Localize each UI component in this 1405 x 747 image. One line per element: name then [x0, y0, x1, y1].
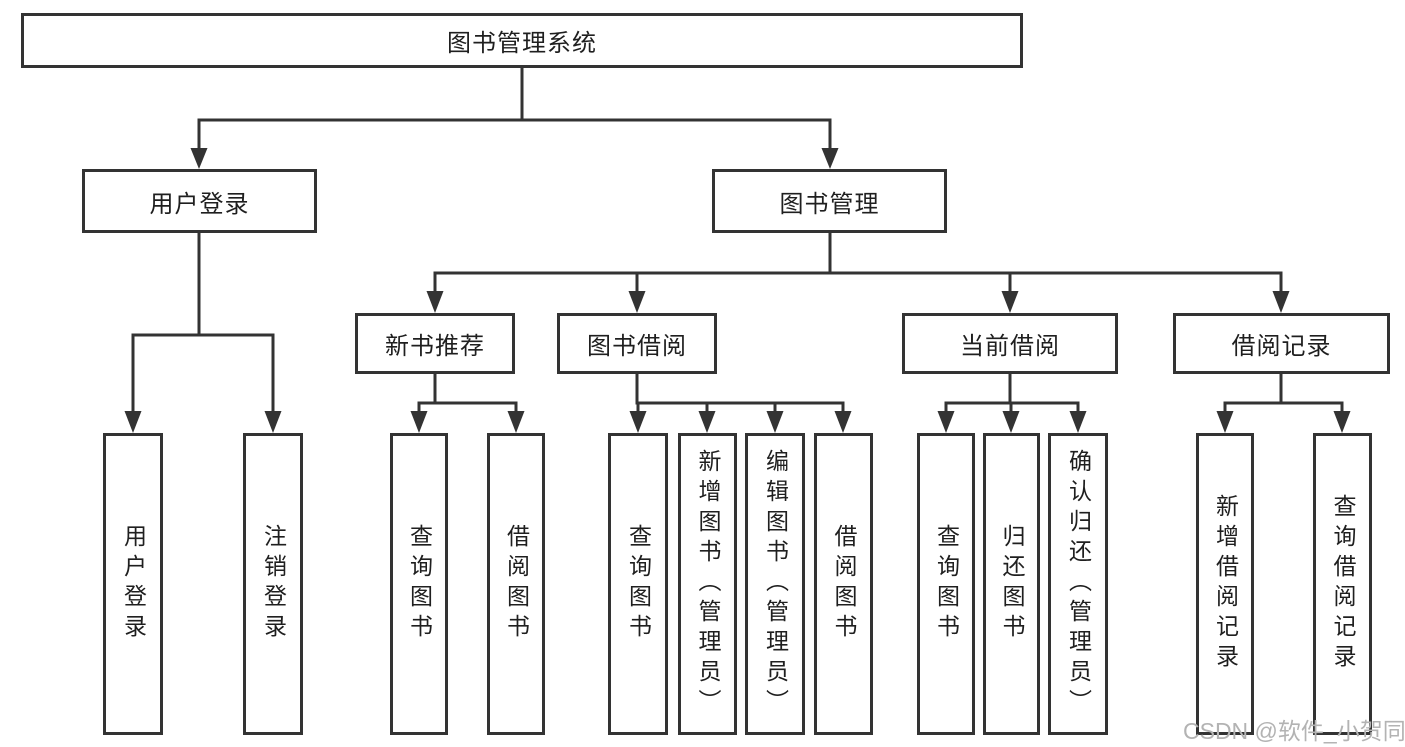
node-current-borrow-label: 当前借阅: [960, 333, 1060, 360]
leaf-borrow-books-2-label: 借阅图书: [831, 524, 857, 644]
node-root: 图书管理系统: [21, 13, 1023, 68]
node-book-borrow-label: 图书借阅: [587, 333, 687, 360]
leaf-add-borrow-record: 新增借阅记录: [1196, 433, 1254, 735]
connector-book-borrow-to-leaves: [629, 374, 852, 433]
leaf-query-books-3-label: 查询图书: [933, 524, 960, 644]
node-user-login-label: 用户登录: [149, 190, 250, 218]
leaf-add-books-admin: 新增图书（管理员）: [678, 433, 737, 735]
node-borrow-records: 借阅记录: [1173, 313, 1390, 374]
connector-borrow-records-to-leaves: [1216, 373, 1351, 433]
csdn-watermark: CSDN @软件_小贺同学: [1183, 718, 1405, 744]
leaf-return-books-label: 归还图书: [999, 524, 1025, 644]
leaf-query-books-3: 查询图书: [917, 433, 975, 735]
node-user-login: 用户登录: [82, 169, 317, 233]
leaf-query-books-2-label: 查询图书: [625, 524, 652, 644]
node-book-mgmt-label: 图书管理: [779, 190, 880, 218]
node-borrow-records-label: 借阅记录: [1231, 333, 1332, 360]
leaf-query-books-2: 查询图书: [608, 433, 668, 735]
node-book-mgmt: 图书管理: [712, 169, 947, 233]
leaf-confirm-return-admin: 确认归还（管理员）: [1048, 433, 1108, 735]
node-book-borrow: 图书借阅: [557, 313, 717, 374]
node-current-borrow: 当前借阅: [902, 313, 1118, 374]
leaf-edit-books-admin-label: 编辑图书（管理员）: [762, 449, 789, 719]
leaf-query-books-1: 查询图书: [390, 433, 448, 735]
leaf-query-books-1-label: 查询图书: [406, 524, 433, 644]
connector-new-books-to-leaves: [410, 374, 525, 433]
leaf-logout-label: 注销登录: [260, 524, 287, 644]
node-new-books: 新书推荐: [355, 313, 515, 374]
node-new-books-label: 新书推荐: [385, 333, 485, 360]
leaf-logout: 注销登录: [243, 433, 303, 735]
leaf-query-borrow-record-label: 查询借阅记录: [1330, 494, 1356, 674]
connector-root-to-level1: [190, 68, 839, 169]
leaf-user-login-label: 用户登录: [120, 524, 147, 644]
leaf-borrow-books-1: 借阅图书: [487, 433, 545, 735]
leaf-confirm-return-admin-label: 确认归还（管理员）: [1065, 449, 1092, 719]
leaf-borrow-books-1-label: 借阅图书: [503, 524, 530, 644]
leaf-edit-books-admin: 编辑图书（管理员）: [745, 433, 805, 735]
leaf-add-books-admin-label: 新增图书（管理员）: [695, 449, 721, 719]
leaf-borrow-books-2: 借阅图书: [814, 433, 873, 735]
leaf-user-login: 用户登录: [103, 433, 163, 735]
node-root-label: 图书管理系统: [447, 30, 597, 57]
leaf-return-books: 归还图书: [983, 433, 1040, 735]
leaf-add-borrow-record-label: 新增借阅记录: [1212, 494, 1239, 674]
leaf-query-borrow-record: 查询借阅记录: [1313, 433, 1372, 735]
connector-book-mgmt-to-level2: [426, 233, 1290, 313]
connector-user-login-to-leaves: [124, 233, 282, 433]
connector-current-borrow-to-leaves: [937, 373, 1087, 433]
